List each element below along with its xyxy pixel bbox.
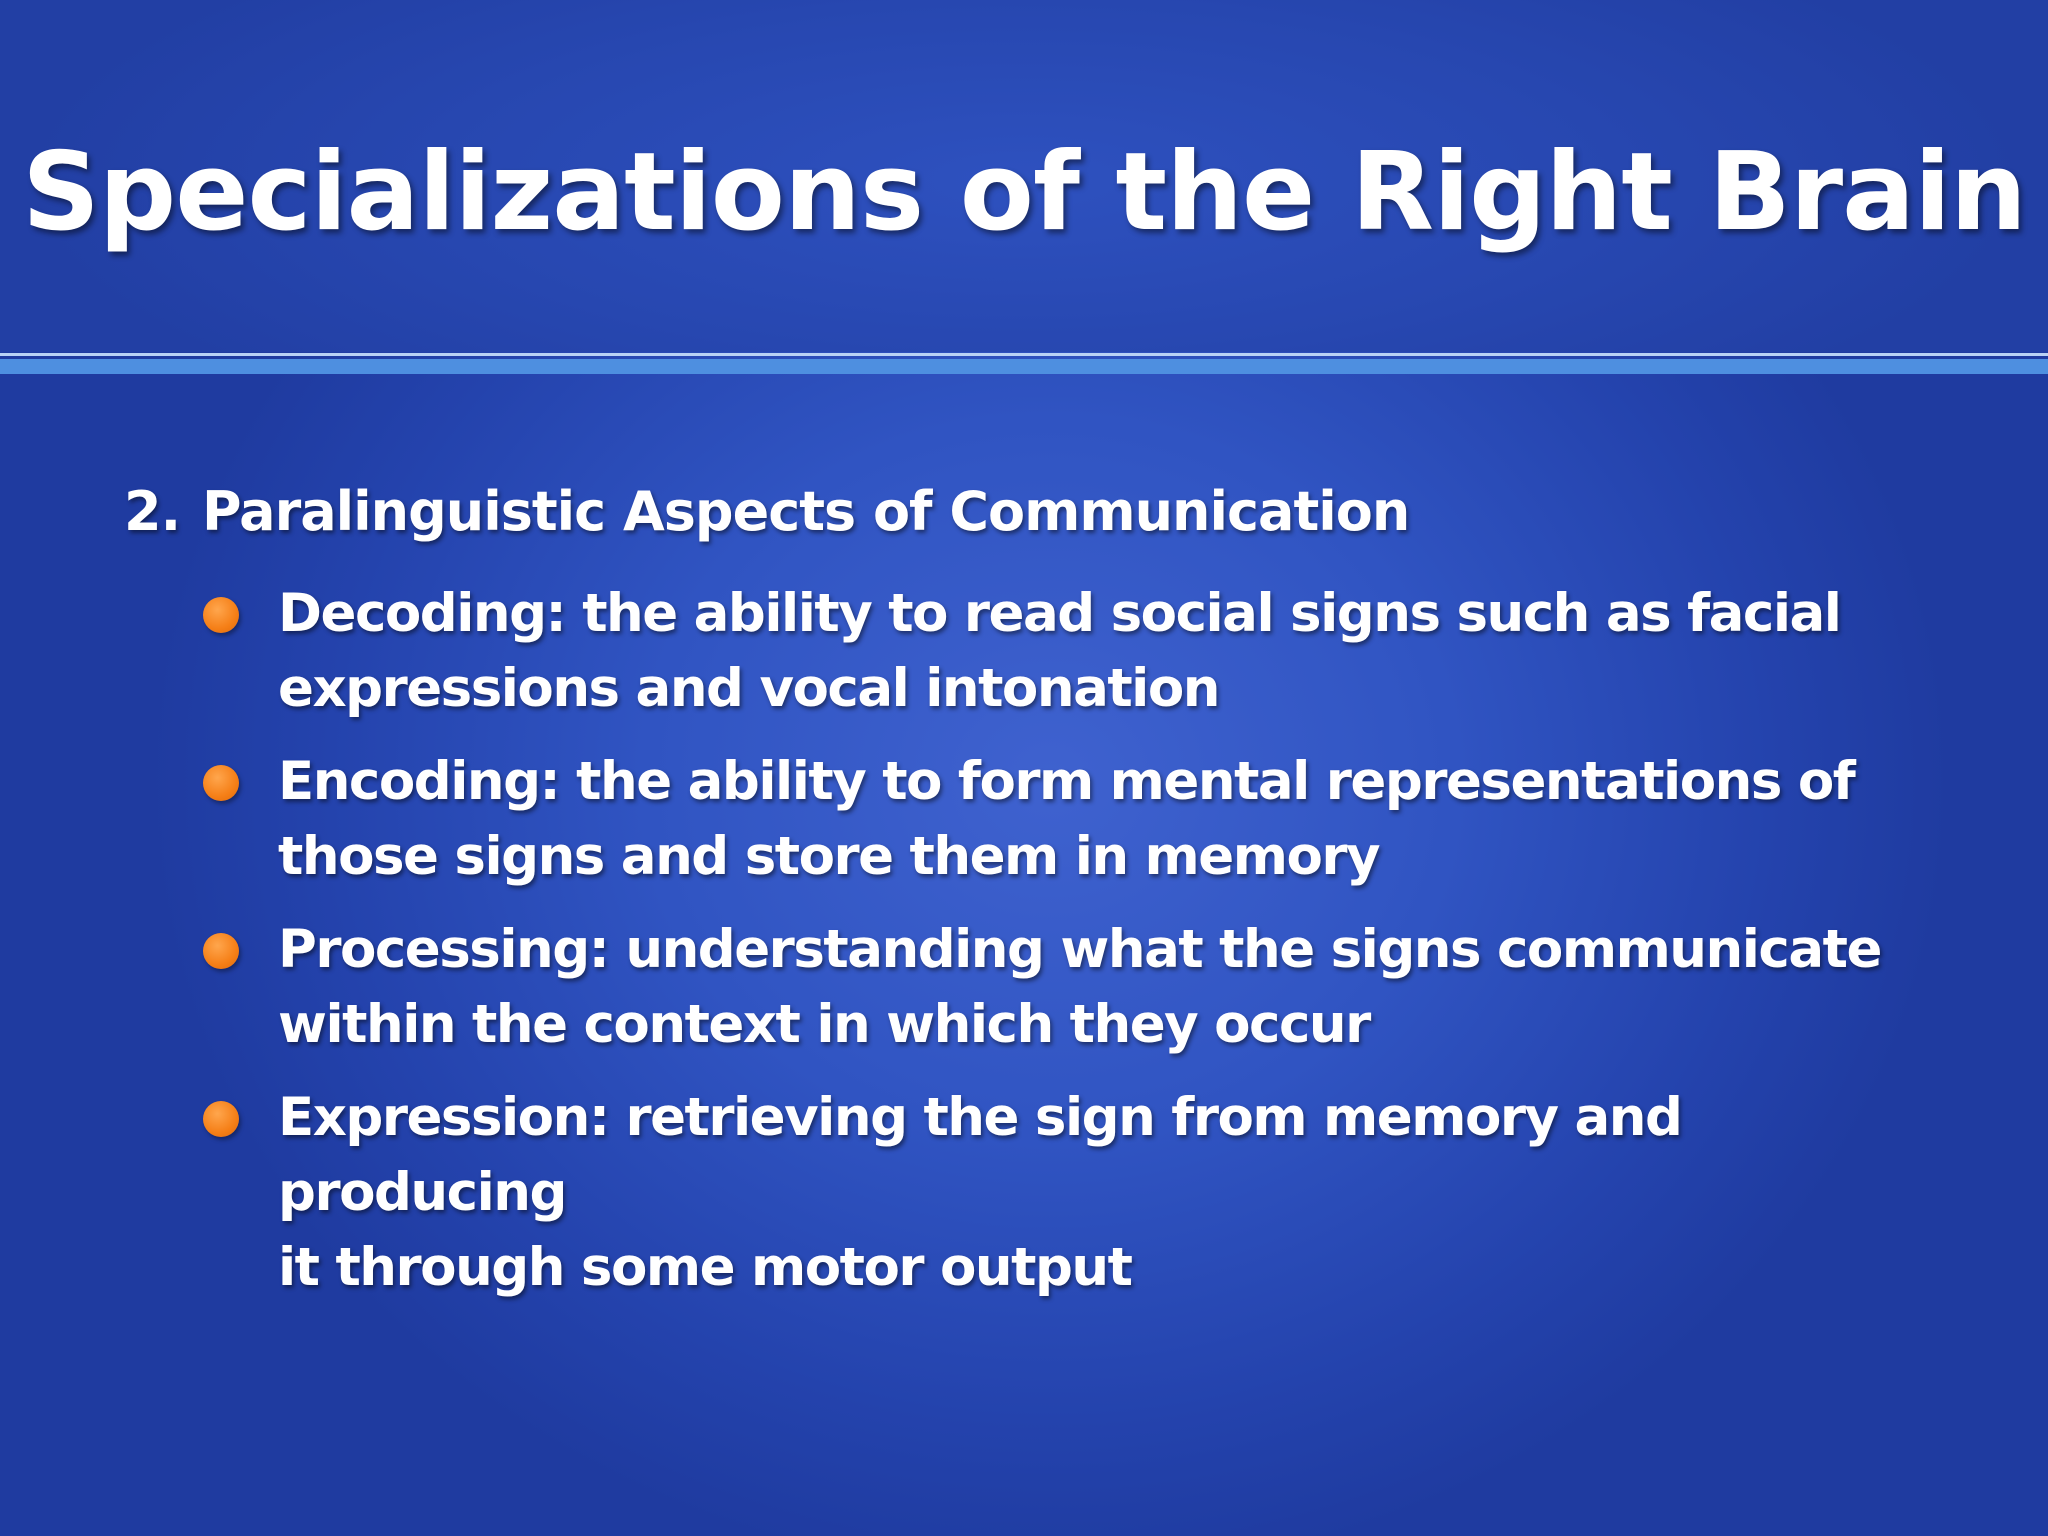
bullet-text-line-2: those signs and store them in memory (278, 826, 1381, 887)
bullet-dot-icon (203, 765, 239, 801)
bullet-item-decoding: Decoding: the ability to read social sig… (200, 576, 1920, 726)
bullet-text-line-1: Expression: retrieving the sign from mem… (278, 1087, 1683, 1223)
bullet-text-line-2: expressions and vocal intonation (278, 658, 1221, 719)
bullet-dot-icon (203, 933, 239, 969)
slide-title: Specializations of the Right Brain (22, 130, 2027, 255)
title-band (0, 0, 2048, 352)
bullet-text-line-1: Decoding: the ability to read social sig… (278, 583, 1842, 644)
bullet-item-encoding: Encoding: the ability to form mental rep… (200, 744, 1920, 894)
section-heading-text: Paralinguistic Aspects of Communication (202, 480, 1410, 543)
bullet-text-line-1: Processing: understanding what the signs… (278, 919, 1882, 980)
bullet-text-line-2: within the context in which they occur (278, 994, 1371, 1055)
title-divider-thin (0, 353, 2048, 356)
bullet-dot-icon (203, 597, 239, 633)
title-divider-thick (0, 359, 2048, 374)
bullet-item-processing: Processing: understanding what the signs… (200, 912, 1920, 1062)
section-number: 2. (124, 480, 181, 543)
bullet-text-line-2: it through some motor output (278, 1237, 1133, 1298)
section-heading: 2. Paralinguistic Aspects of Communicatio… (124, 478, 1410, 546)
bullet-list: Decoding: the ability to read social sig… (200, 576, 1920, 1323)
bullet-text-line-1: Encoding: the ability to form mental rep… (278, 751, 1856, 812)
bullet-dot-icon (203, 1101, 239, 1137)
bullet-item-expression: Expression: retrieving the sign from mem… (200, 1080, 1920, 1305)
